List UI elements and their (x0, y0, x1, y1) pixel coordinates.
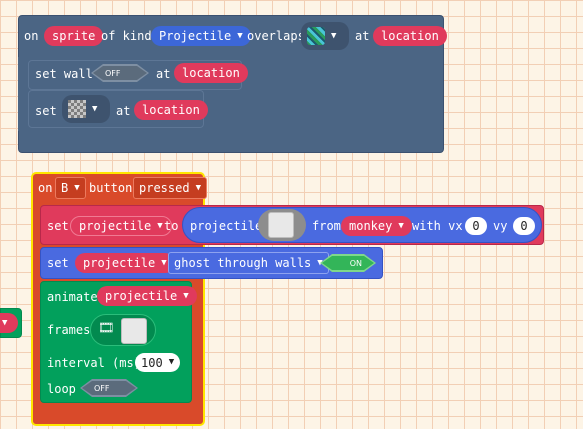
chevron-down-icon: ▼ (183, 290, 189, 301)
button-dropdown-label: B (61, 181, 69, 195)
chevron-down-icon: ▼ (237, 30, 243, 41)
vx-input[interactable]: 0 (465, 217, 487, 235)
from-label: from (312, 219, 341, 233)
tile-icon (307, 27, 325, 45)
set-wall-location-label: location (182, 66, 240, 80)
projectile-func-label: projectile (190, 219, 263, 233)
animate-var-dropdown[interactable]: projectile ▼ (97, 286, 197, 306)
loop-toggle-label: OFF (94, 383, 110, 393)
blank-image-icon (268, 212, 294, 238)
button-dropdown[interactable]: B ▼ (55, 177, 86, 199)
chevron-down-icon: ▼ (2, 318, 8, 328)
set-projectile-var-label: projectile (79, 219, 152, 233)
chevron-down-icon: ▼ (398, 220, 404, 231)
with-vx-label: with vx (412, 219, 463, 233)
film-icon: 🎞 (98, 321, 115, 336)
kind-dropdown-label: Projectile (159, 29, 232, 43)
chevron-down-icon: ▼ (74, 182, 80, 193)
tile-picker[interactable]: ▼ (301, 22, 349, 50)
vy-label: vy (493, 219, 508, 233)
from-var-label: monkey (349, 219, 393, 233)
set-projectile-var-dropdown[interactable]: projectile ▼ (70, 216, 172, 236)
chevron-down-icon: ▼ (92, 103, 98, 114)
sprite-flag-label: ghost through walls (174, 256, 312, 270)
set-ghost-var-label: projectile (83, 256, 156, 270)
wall-toggle[interactable]: OFF (91, 64, 149, 82)
partial-left-pill[interactable] (0, 313, 18, 333)
set-ghost-var-dropdown[interactable]: projectile ▼ (75, 253, 175, 273)
set-tile-label: set (35, 104, 57, 118)
vy-input[interactable]: 0 (513, 217, 535, 235)
loop-toggle[interactable]: OFF (80, 379, 138, 397)
animate-label: animate (47, 290, 98, 304)
frames-label: frames (47, 323, 91, 337)
set-projectile-to-label: to (164, 219, 179, 233)
loop-label: loop (47, 382, 76, 396)
set-tile-at-label: at (116, 104, 131, 118)
location-variable-label: location (381, 29, 439, 43)
overlap-at-label: at (355, 29, 370, 43)
interval-label: interval (ms) (47, 356, 141, 370)
chevron-down-icon: ▼ (317, 257, 323, 268)
overlaps-label: overlaps (247, 29, 305, 43)
interval-value: 100 (141, 355, 163, 370)
sprite-flag-dropdown[interactable]: ghost through walls ▼ (168, 252, 329, 274)
of-kind-label: of kind (101, 29, 152, 43)
ghost-toggle-label: ON (349, 258, 362, 268)
chevron-down-icon: ▼ (168, 357, 175, 367)
chevron-down-icon: ▼ (195, 182, 201, 193)
sprite-variable-label: sprite (52, 29, 96, 43)
overlap-on-label: on (24, 29, 39, 43)
wall-toggle-off-side: OFF (93, 66, 147, 80)
ghost-toggle[interactable]: ON (320, 254, 376, 272)
overlap-event-inner-arm (18, 57, 30, 131)
ghost-toggle-on-side: ON (322, 256, 374, 270)
set-tile-location-label: location (142, 103, 200, 117)
chevron-down-icon: ▼ (331, 30, 337, 41)
chevron-down-icon: ▼ (161, 257, 167, 268)
sprite-variable[interactable]: sprite (44, 26, 104, 46)
set-ghost-set-label: set (47, 256, 69, 270)
set-tile-picker[interactable]: ▼ (62, 95, 110, 123)
set-wall-location-variable[interactable]: location (174, 63, 248, 83)
location-variable[interactable]: location (373, 26, 447, 46)
transparent-tile-icon (68, 100, 86, 118)
wall-toggle-label: OFF (105, 68, 121, 78)
state-dropdown-label: pressed (139, 181, 190, 195)
set-projectile-set-label: set (47, 219, 69, 233)
loop-toggle-off-side: OFF (82, 381, 136, 395)
blank-frame-icon (121, 318, 147, 344)
button-on-label: on (38, 181, 53, 195)
set-tile-location-variable[interactable]: location (134, 100, 208, 120)
button-label: button (89, 181, 133, 195)
chevron-down-icon: ▼ (157, 220, 163, 231)
set-wall-at-label: at (156, 67, 171, 81)
from-var-dropdown[interactable]: monkey ▼ (341, 216, 412, 236)
set-wall-label: set wall (35, 67, 93, 81)
kind-dropdown[interactable]: Projectile ▼ (151, 26, 251, 46)
state-dropdown[interactable]: pressed ▼ (133, 177, 207, 199)
animate-var-label: projectile (105, 289, 178, 303)
interval-dropdown[interactable]: 100 ▼ (135, 353, 181, 372)
